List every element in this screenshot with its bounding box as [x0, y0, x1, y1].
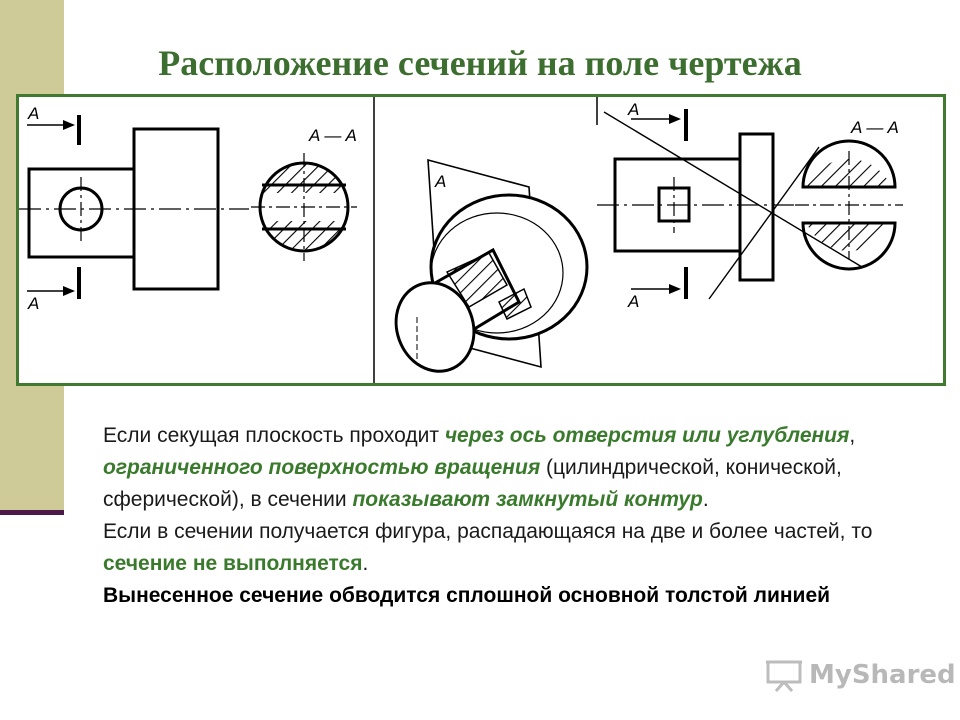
- left-view: [19, 115, 249, 299]
- label-section-right: A — A: [850, 118, 899, 137]
- iso-view: [394, 158, 589, 373]
- label-a-bottom-right: A: [627, 292, 639, 311]
- label-a-top-right: A: [627, 100, 639, 119]
- arrow-bottom-right: [669, 284, 681, 294]
- section-left: [251, 153, 357, 261]
- page-title: Расположение сечений на поле чертежа: [158, 43, 802, 83]
- watermark-text: MyShared: [809, 660, 956, 690]
- paragraph-not-performed: Если в сечении получается фигура, распад…: [103, 520, 873, 575]
- technical-drawing: A A A — A A: [19, 97, 903, 383]
- label-a-bottom-left: A: [27, 294, 39, 313]
- right-view: [597, 109, 863, 300]
- presentation-icon: [766, 660, 802, 692]
- side-decor-line: [0, 510, 64, 515]
- arrow-top-right: [669, 114, 681, 124]
- label-a-top-left: A: [27, 104, 39, 123]
- paragraph-closed-contour: Если секущая плоскость проходит через ос…: [103, 424, 856, 511]
- arrow-top-left: [63, 120, 75, 130]
- arrow-bottom-left: [63, 286, 75, 296]
- section-right: [795, 139, 903, 271]
- explanation-text: Если секущая плоскость проходит через ос…: [103, 420, 923, 612]
- watermark: MyShared: [765, 655, 956, 695]
- label-section-left: A — A: [308, 126, 357, 145]
- paragraph-outline-rule: Вынесенное сечение обводится сплошной ос…: [103, 584, 831, 607]
- drawing-panel: A A A — A A: [16, 94, 946, 386]
- label-a-plane: A: [434, 172, 446, 191]
